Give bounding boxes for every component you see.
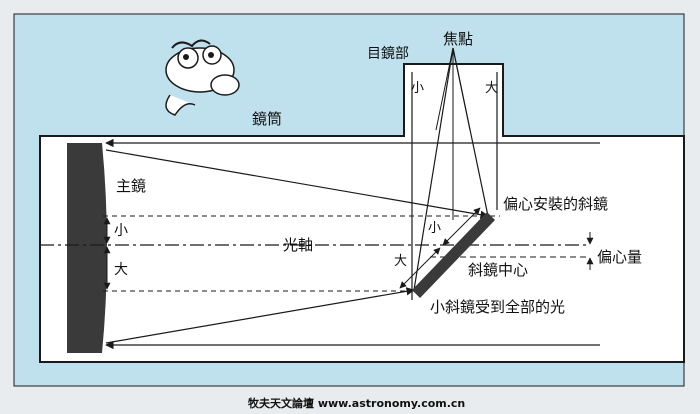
- label-small-top: 小: [411, 81, 424, 96]
- label-tube: 鏡筒: [252, 110, 282, 128]
- telescope-tube: [39, 63, 685, 363]
- reflected-ray-bottom: [105, 287, 415, 344]
- watermark-text: 牧夫天文論壇 www.astronomy.com.cn: [248, 396, 465, 410]
- label-large-top: 大: [485, 81, 498, 96]
- cone-line-right: [452, 47, 471, 131]
- label-large-diag: 大: [394, 254, 407, 269]
- label-offset-mirror: 偏心安裝的斜鏡: [503, 195, 608, 213]
- diag-large-arrow: [399, 247, 441, 289]
- cone-line-left: [435, 47, 454, 131]
- label-small-diag: 小: [428, 221, 441, 236]
- label-diagonal-full-light: 小斜鏡受到全部的光: [430, 298, 565, 316]
- label-large-left: 大: [114, 262, 128, 278]
- label-focus: 焦點: [443, 30, 473, 48]
- label-optical-axis: 光軸: [283, 236, 313, 254]
- label-primary-mirror: 主鏡: [116, 177, 146, 195]
- label-eyepiece-section: 目鏡部: [367, 46, 409, 62]
- label-small-left: 小: [114, 223, 128, 239]
- primary-mirror: [67, 143, 107, 353]
- label-diagonal-center: 斜鏡中心: [468, 261, 528, 279]
- label-offset-amount: 偏心量: [597, 248, 642, 266]
- reflected-ray-top: [105, 149, 489, 219]
- diag-small-arrow: [442, 207, 481, 246]
- cartoon-mascot: [165, 39, 240, 116]
